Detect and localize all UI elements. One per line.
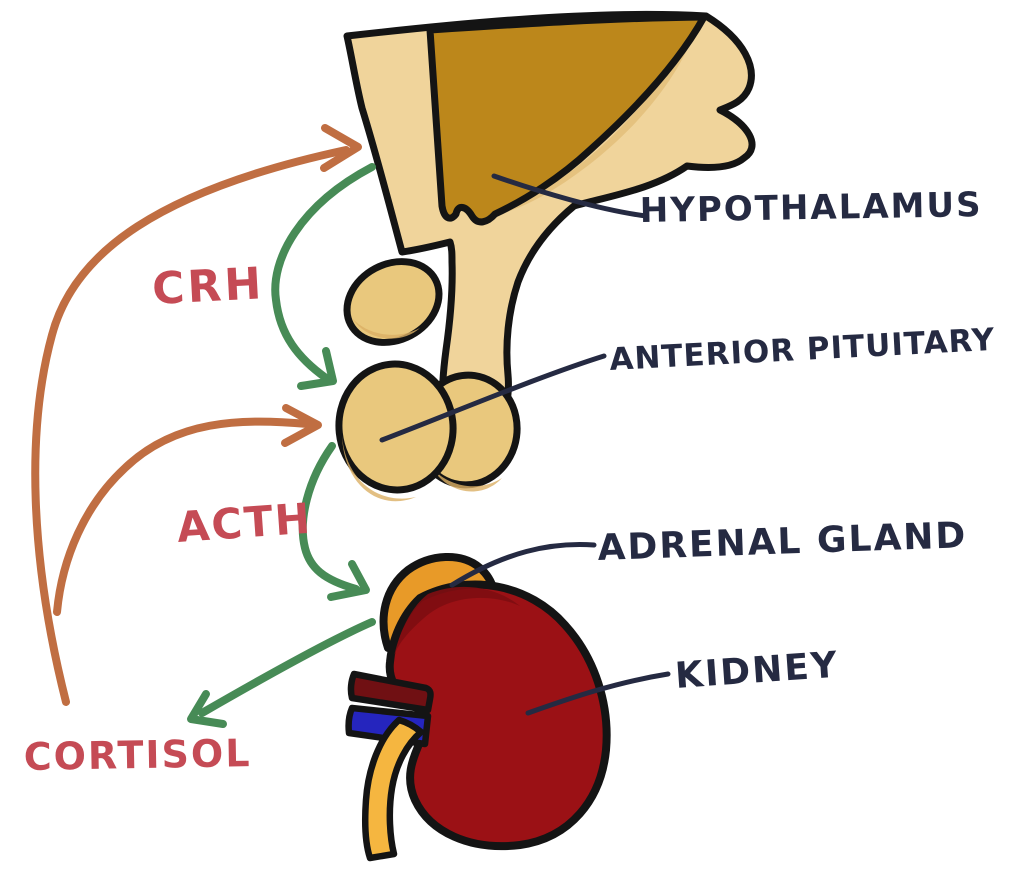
label-acth: ACTH: [175, 494, 313, 552]
cortisol-feedback-to-hypothalamus-arrow: [31, 146, 350, 706]
cortisol-output-arrowhead-icon: [187, 690, 227, 728]
ureter: [361, 716, 425, 862]
hypothalamus-pointer-line: [491, 173, 649, 219]
anterior-lobe-shade: [342, 436, 416, 502]
label-crh: CRH: [151, 258, 266, 315]
kidney-pointer-line: [525, 671, 671, 716]
hypothalamus-shape: [426, 13, 708, 226]
cortisol-output-arrow: [198, 618, 376, 717]
label-hypothalamus: HYPOTHALAMUS: [639, 185, 982, 231]
renal-artery: [347, 670, 434, 714]
pointer-lines: [379, 173, 671, 716]
anterior-pituitary-lobe: [335, 360, 457, 494]
label-anterior-pituitary: ANTERIOR PITUITARY: [609, 322, 996, 378]
brain-structure: [335, 10, 756, 502]
feedback-arrows: [31, 124, 362, 706]
stimulation-arrows: [187, 163, 376, 728]
adrenal-gland-pointer-line: [449, 542, 597, 588]
label-kidney: KIDNEY: [674, 645, 840, 697]
acth-arrow: [298, 442, 360, 593]
label-cortisol: CORTISOL: [23, 731, 251, 779]
crh-arrow: [271, 163, 376, 382]
hormone-labels: CRH ACTH CORTISOL: [23, 258, 313, 779]
kidney-group: [345, 553, 611, 862]
feedback-hypothalamus-arrowhead-icon: [320, 124, 362, 172]
posterior-lobe-shade: [432, 468, 502, 492]
mammillary-blob: [343, 258, 443, 346]
label-adrenal-gland: ADRENAL GLAND: [597, 515, 968, 569]
anterior-pituitary-pointer-line: [379, 353, 607, 443]
feedback-pituitary-arrowhead-icon: [281, 404, 322, 447]
organ-labels: HYPOTHALAMUS ANTERIOR PITUITARY ADRENAL …: [597, 185, 996, 697]
acth-arrowhead-icon: [327, 560, 370, 601]
cortisol-feedback-to-pituitary-arrow: [53, 417, 312, 616]
crh-arrowhead-icon: [297, 347, 337, 390]
kidney-top-shade: [394, 586, 520, 656]
